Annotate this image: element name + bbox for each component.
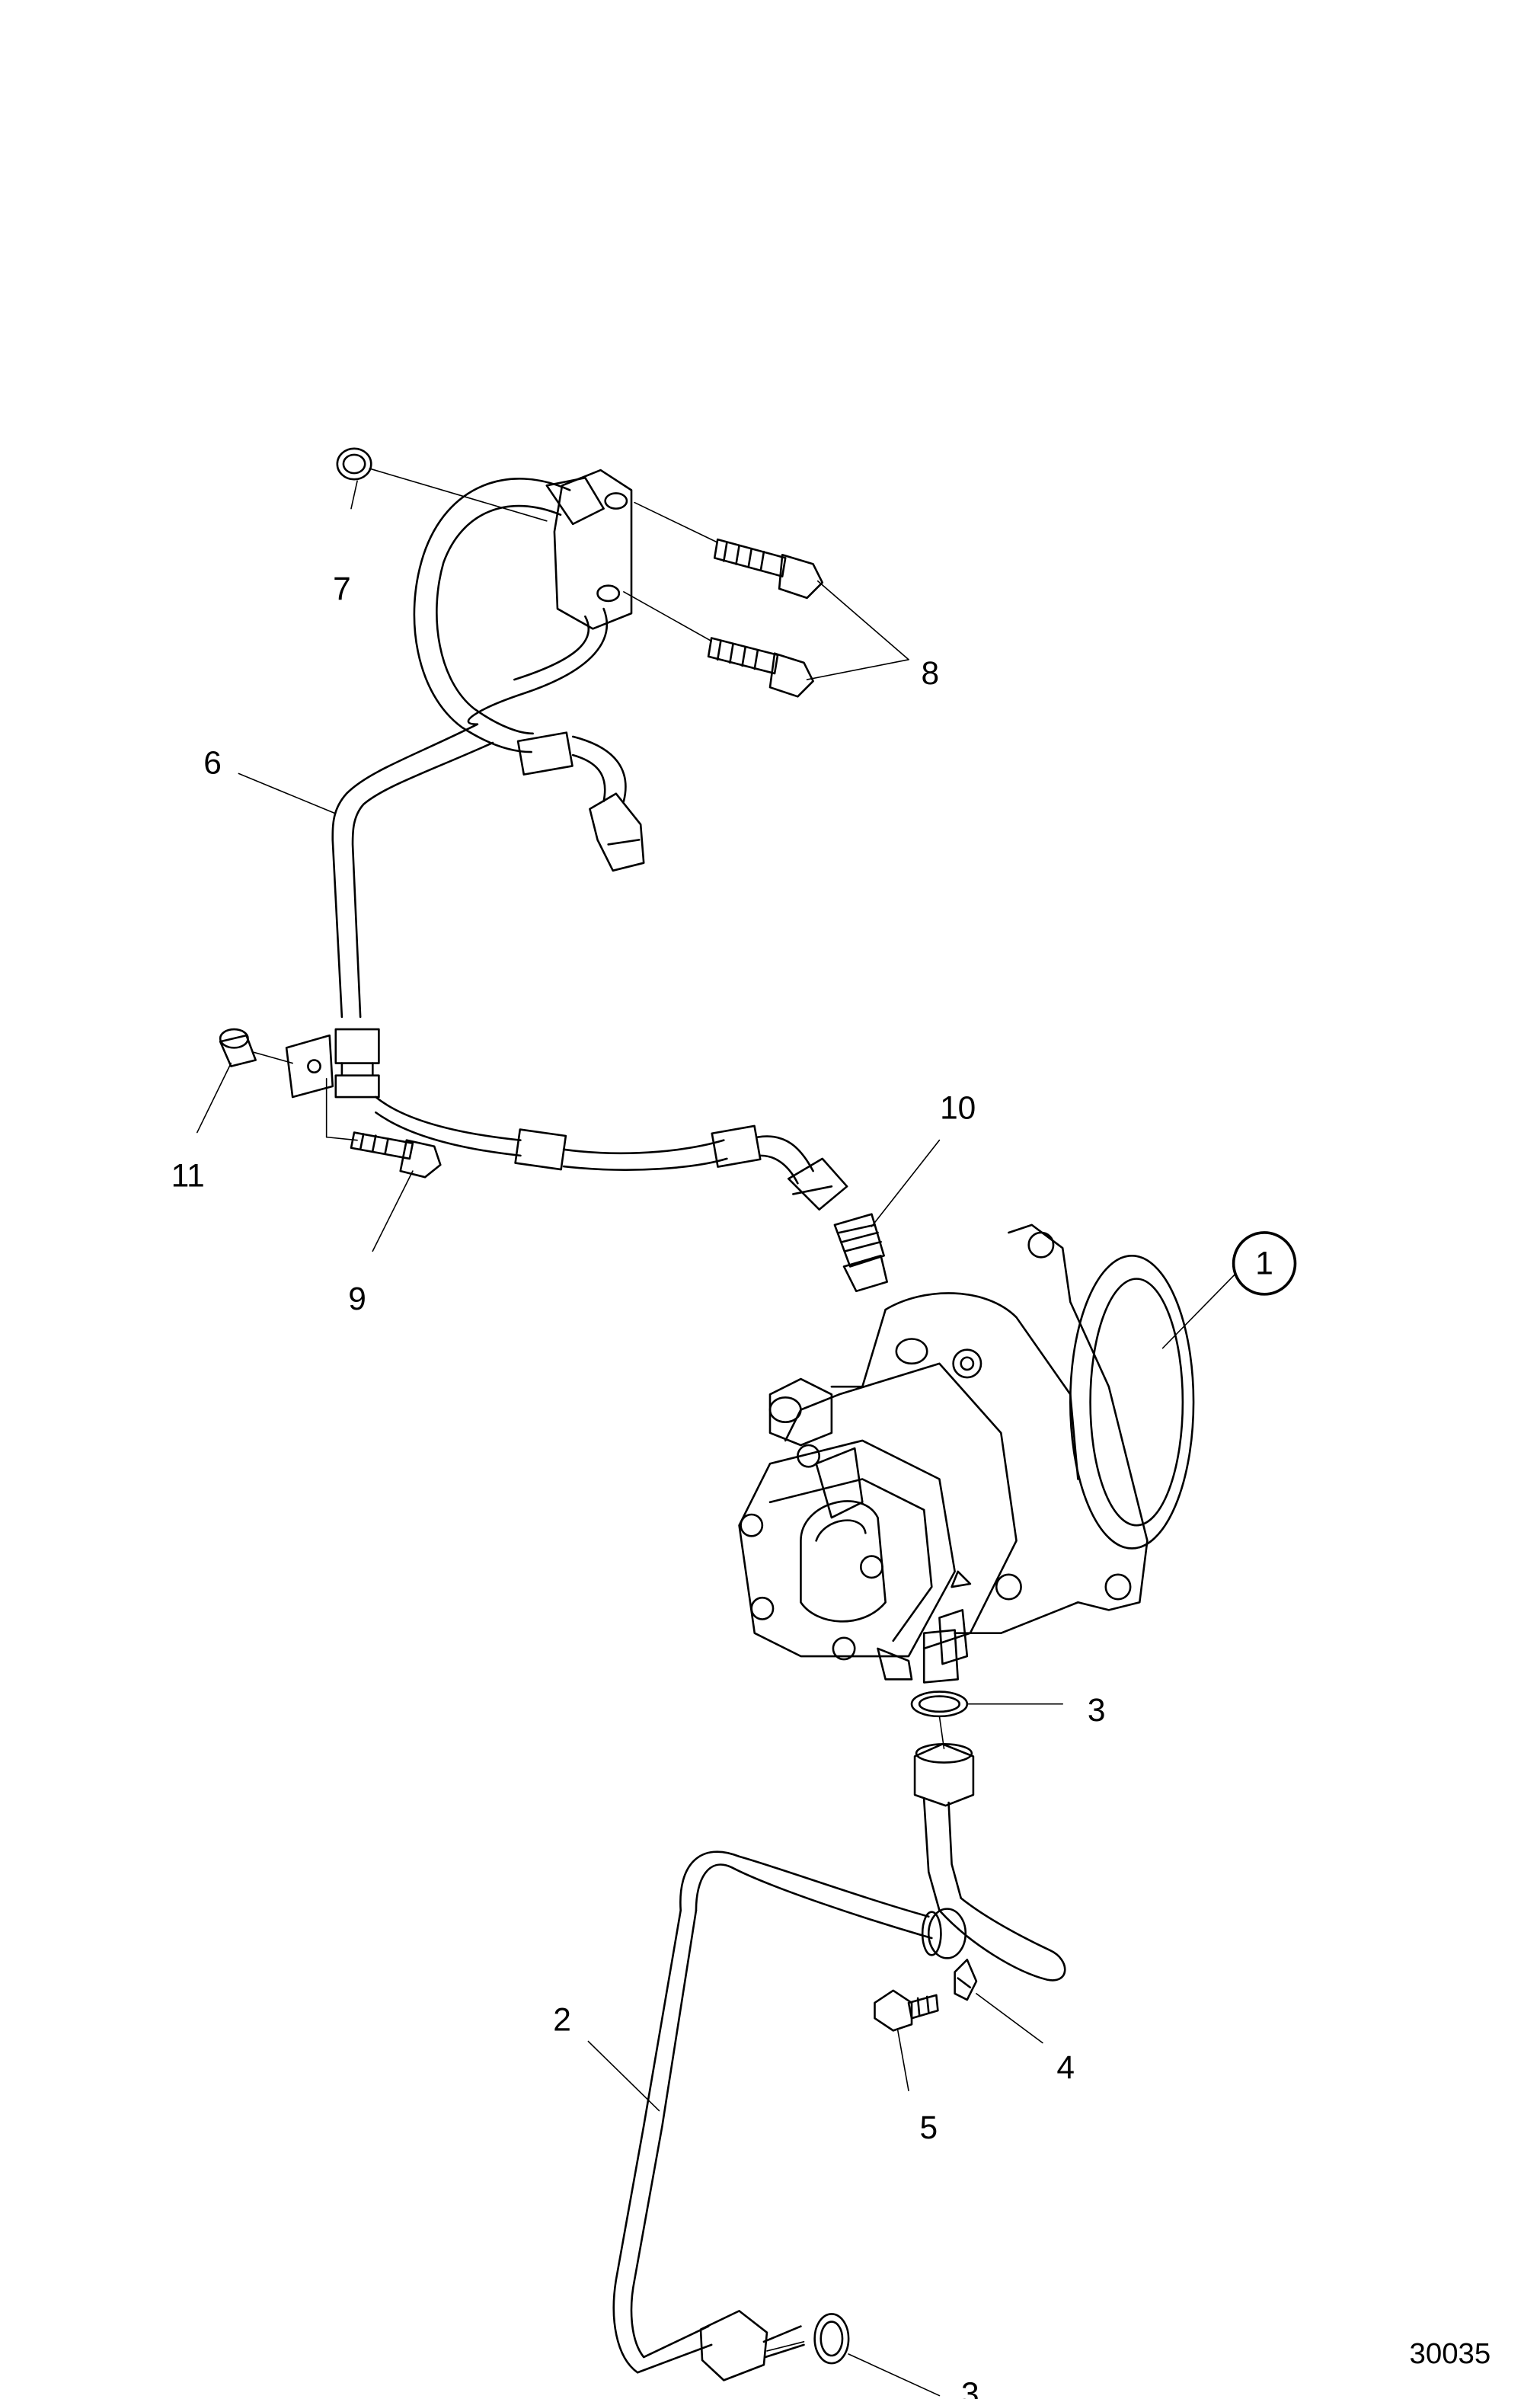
callout-2: 2 [553, 2001, 571, 2037]
callout-3-upper: 3 [1088, 1692, 1106, 1728]
bolt-8-upper [714, 539, 823, 598]
fuel-pipe-upper [333, 478, 847, 1209]
union-connector-10 [835, 1214, 887, 1291]
callout-9: 9 [348, 1281, 366, 1316]
bolt-5 [874, 1991, 938, 2031]
callout-1: 1 [1255, 1246, 1273, 1281]
callout-labels: 1 2 3 3 4 5 6 7 8 9 10 11 30035 [171, 571, 1491, 2399]
clip-4 [955, 1959, 976, 2000]
o-ring-3-lower [815, 2314, 848, 2363]
bolt-8-lower [708, 638, 813, 696]
o-ring-3-upper [912, 1692, 967, 1716]
figure-number: 30035 [1409, 2337, 1490, 2370]
callout-11: 11 [171, 1157, 205, 1193]
callout-10: 10 [940, 1089, 976, 1125]
o-ring-7 [337, 449, 371, 479]
fuel-pipe-lower [614, 1744, 1065, 2380]
callout-3-lower: 3 [961, 2376, 979, 2399]
callout-5: 5 [919, 2110, 938, 2145]
spacer-11 [220, 1029, 256, 1067]
fuel-pump-1 [740, 1225, 1193, 1683]
callout-8: 8 [921, 655, 939, 691]
pipe-flange-plate [554, 470, 631, 629]
leader-lines [197, 469, 1235, 2396]
clamp-bracket [286, 1035, 333, 1097]
callout-4: 4 [1056, 2049, 1075, 2085]
bolt-9 [351, 1133, 440, 1178]
callout-circle-1 [1232, 1231, 1297, 1296]
callout-7: 7 [333, 571, 351, 606]
callout-6: 6 [203, 744, 222, 780]
